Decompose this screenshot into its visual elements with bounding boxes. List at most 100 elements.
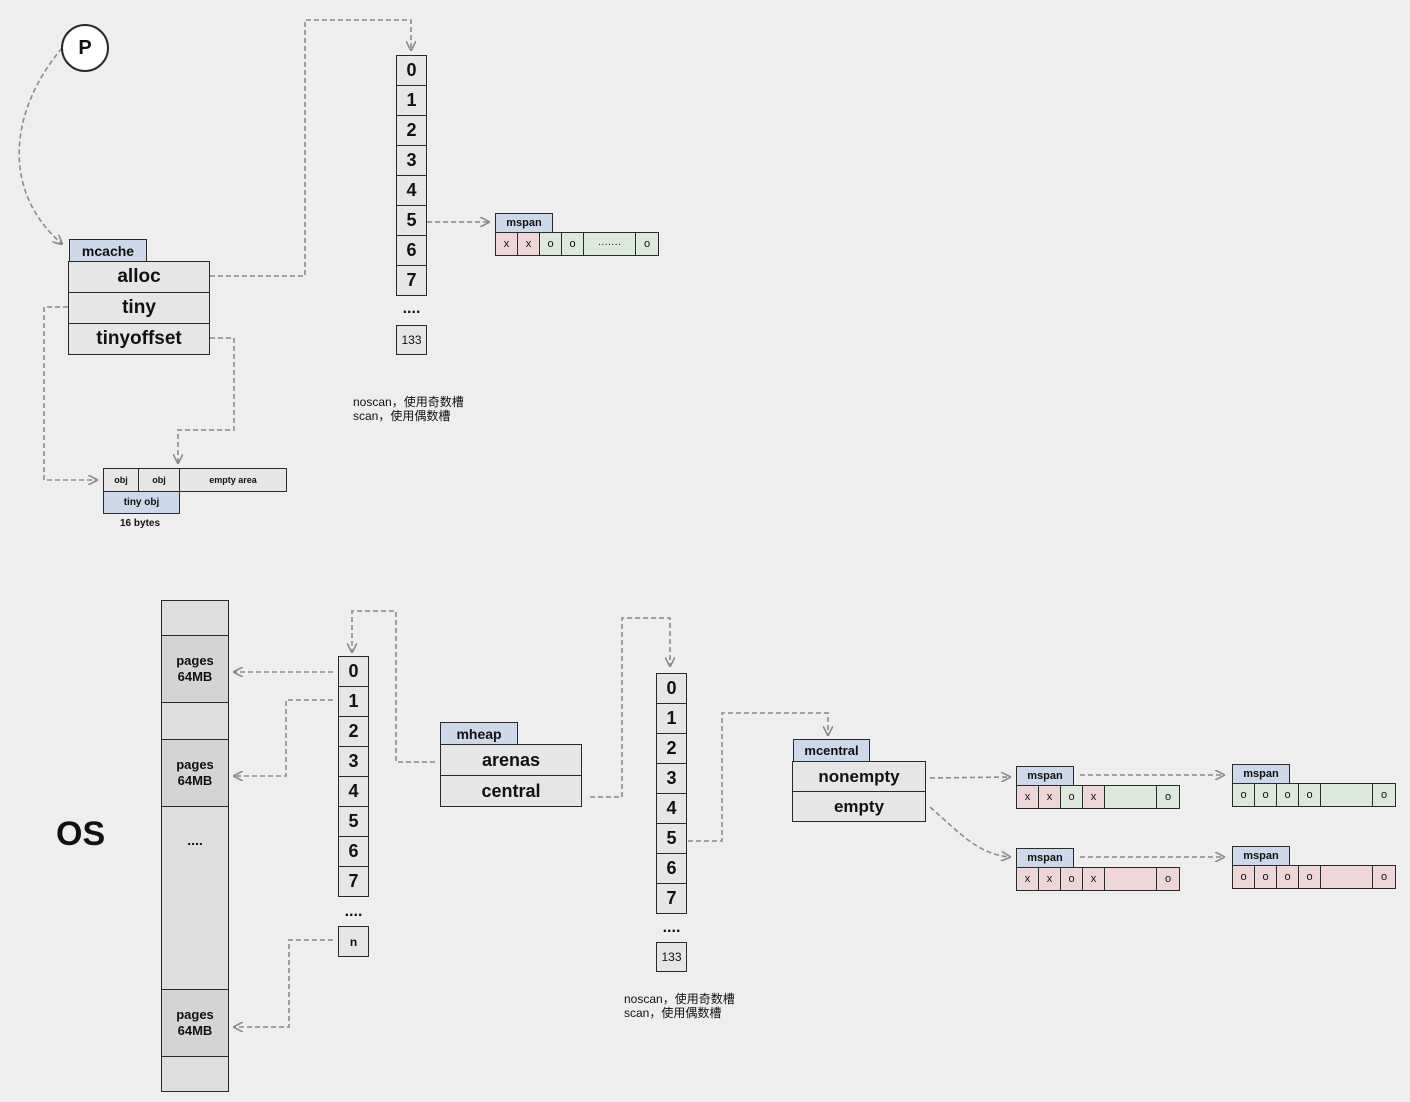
mspan-slots: o o o o o (1232, 865, 1396, 889)
array-ellipsis: .... (344, 903, 363, 920)
array-ellipsis: .... (402, 300, 421, 317)
os-segment (161, 600, 229, 636)
array-slot: 1 (338, 686, 369, 717)
os-memory-column: pages 64MB pages 64MB .... pages 64MB (161, 600, 229, 1092)
mspan-slot: o (1276, 783, 1299, 807)
arena1-to-pages-arrow (234, 699, 333, 776)
mspan-slot: o (1060, 785, 1083, 809)
mspan-slot: o (1232, 865, 1255, 889)
nonempty-to-mspan-arrow (929, 777, 1010, 778)
array-slot: 5 (656, 823, 687, 854)
array-slot: 6 (338, 836, 369, 867)
mheap-central-to-array-arrow (590, 617, 670, 798)
mspan-slot-ellipsis: ······· (583, 232, 636, 256)
array-slot: 0 (396, 55, 427, 86)
mspan-header: mspan (1232, 764, 1290, 784)
mcache-header: mcache (69, 239, 147, 262)
mspan-slot: x (1016, 785, 1039, 809)
mheap-central-field: central (440, 775, 582, 807)
mcentral-nonempty-field: nonempty (792, 761, 926, 792)
mspan-slot-gap (1104, 785, 1157, 809)
mspan-slot: o (1276, 865, 1299, 889)
empty-to-mspan-arrow (929, 806, 1010, 857)
mspan-slot-gap (1320, 783, 1373, 807)
mspan-slot: x (1082, 867, 1105, 891)
mspan-slot: o (635, 232, 659, 256)
os-segment (161, 1056, 229, 1092)
mheap-arenas-field: arenas (440, 744, 582, 776)
array-slot: 4 (338, 776, 369, 807)
mspan-slot: o (1232, 783, 1255, 807)
array-slot: 7 (338, 866, 369, 897)
mspan-slot: o (1254, 865, 1277, 889)
mspan-slot: o (1298, 783, 1321, 807)
os-ellipsis: .... (187, 832, 203, 848)
mheap-arenas-to-array-arrow (352, 610, 435, 763)
array-slot: 5 (396, 205, 427, 236)
mspan-slots: o o o o o (1232, 783, 1396, 807)
mspan-slot: o (1156, 867, 1180, 891)
array-ellipsis: .... (662, 919, 681, 936)
slot-usage-note: noscan，使用奇数槽 scan，使用偶数槽 (624, 992, 735, 1020)
mspan-slot: x (495, 232, 518, 256)
mspan-header: mspan (1016, 848, 1074, 868)
mspan-header: mspan (1232, 846, 1290, 866)
os-pages-block: pages 64MB (161, 989, 229, 1057)
mspan-header: mspan (1016, 766, 1074, 786)
mspan-slot: x (1016, 867, 1039, 891)
mspan-slot: o (1372, 783, 1396, 807)
tiny-to-block-arrow (43, 306, 97, 480)
central5-to-mcentral-arrow (688, 712, 828, 842)
array-slot: 7 (396, 265, 427, 296)
mspan-slot: o (1060, 867, 1083, 891)
mcentral-header: mcentral (793, 739, 870, 762)
mspan-slot: x (1082, 785, 1105, 809)
array-slot: 2 (396, 115, 427, 146)
array-slot: 6 (396, 235, 427, 266)
array-slot: 3 (396, 145, 427, 176)
mheap-header: mheap (440, 722, 518, 745)
mspan-slot-gap (1104, 867, 1157, 891)
processor-p-node: P (61, 24, 109, 72)
array-last-slot: 133 (396, 325, 427, 355)
array-slot: 0 (338, 656, 369, 687)
tiny-obj-cell: obj (138, 468, 180, 492)
mspan-slot: o (1254, 783, 1277, 807)
tiny-obj-label: tiny obj (103, 491, 180, 514)
p-to-mcache-arrow (18, 47, 62, 244)
array-slot: 2 (656, 733, 687, 764)
mcache-tinyoffset-field: tinyoffset (68, 323, 210, 355)
tiny-obj-cell: obj (103, 468, 139, 492)
mcentral-empty-field: empty (792, 791, 926, 822)
array-slot: 6 (656, 853, 687, 884)
os-pages-block: pages 64MB (161, 739, 229, 807)
slot-usage-note: noscan，使用奇数槽 scan，使用偶数槽 (353, 395, 464, 423)
array-slot: 3 (338, 746, 369, 777)
os-segment (161, 702, 229, 740)
array-last-slot: 133 (656, 942, 687, 972)
mspan-slots: x x o x o (1016, 785, 1180, 809)
mspan-slots: x x o o ······· o (495, 232, 659, 256)
array-slot: 0 (656, 673, 687, 704)
tiny-size-label: 16 bytes (120, 518, 161, 529)
mspan-slot: o (1372, 865, 1396, 889)
tiny-empty-area: empty area (179, 468, 287, 492)
mspan-slot: o (1156, 785, 1180, 809)
array-slot: 3 (656, 763, 687, 794)
array-slot: 1 (656, 703, 687, 734)
mspan-slot: x (517, 232, 540, 256)
mspan-slots: x x o x o (1016, 867, 1180, 891)
mspan-slot: o (561, 232, 584, 256)
tiny-block: obj obj empty area (103, 468, 287, 492)
mspan-header: mspan (495, 213, 553, 233)
array-slot: 2 (338, 716, 369, 747)
mspan-slot-gap (1320, 865, 1373, 889)
os-segment (161, 806, 229, 990)
mspan-slot: o (539, 232, 562, 256)
mspan-slot: o (1298, 865, 1321, 889)
array-last-slot: n (338, 926, 369, 957)
os-label: OS (56, 815, 106, 853)
os-pages-block: pages 64MB (161, 635, 229, 703)
array-slot: 4 (656, 793, 687, 824)
